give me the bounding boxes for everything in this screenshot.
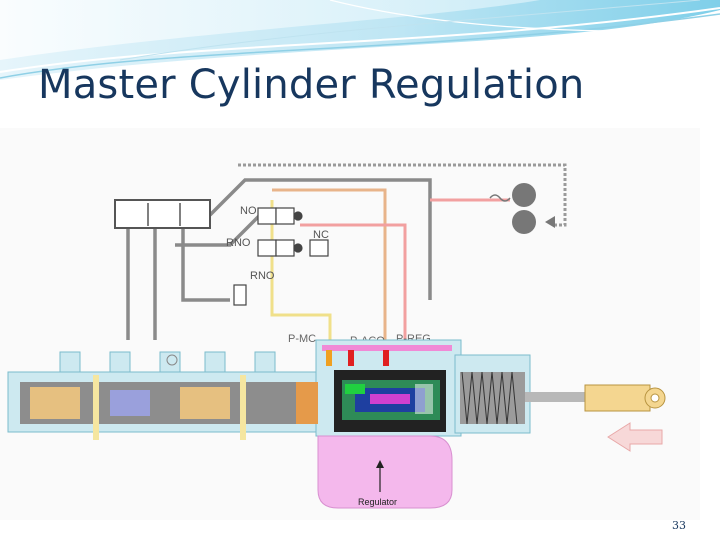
regulator-chamber <box>317 435 453 509</box>
pump-motor-icons <box>489 183 555 234</box>
header-banner <box>0 0 720 80</box>
return-spring-section <box>460 371 525 425</box>
solenoid-valves <box>233 207 329 306</box>
dotted-signal-line <box>238 163 567 227</box>
valve-label-nc: NC <box>313 229 329 241</box>
valve-label-rno: RNO <box>226 237 251 249</box>
ecu-block <box>114 199 211 229</box>
valve-label-no: NO <box>240 205 257 217</box>
port-label-p-mc: P-MC <box>288 333 316 345</box>
page-number: 33 <box>672 519 686 532</box>
regulator-core <box>322 345 452 432</box>
regulator-label: Regulator <box>358 497 397 507</box>
cylinder-pistons <box>30 375 318 440</box>
hydraulic-lines <box>270 188 510 345</box>
push-rod <box>525 384 666 412</box>
input-force-arrow <box>607 422 663 452</box>
control-lines <box>126 178 432 340</box>
slide-title: Master Cylinder Regulation <box>38 62 585 108</box>
valve-label-rno-2: RNO <box>250 270 275 282</box>
master-cylinder-diagram: NO RNO NC RNO P-MC P-ACO P-REG <box>0 128 700 520</box>
